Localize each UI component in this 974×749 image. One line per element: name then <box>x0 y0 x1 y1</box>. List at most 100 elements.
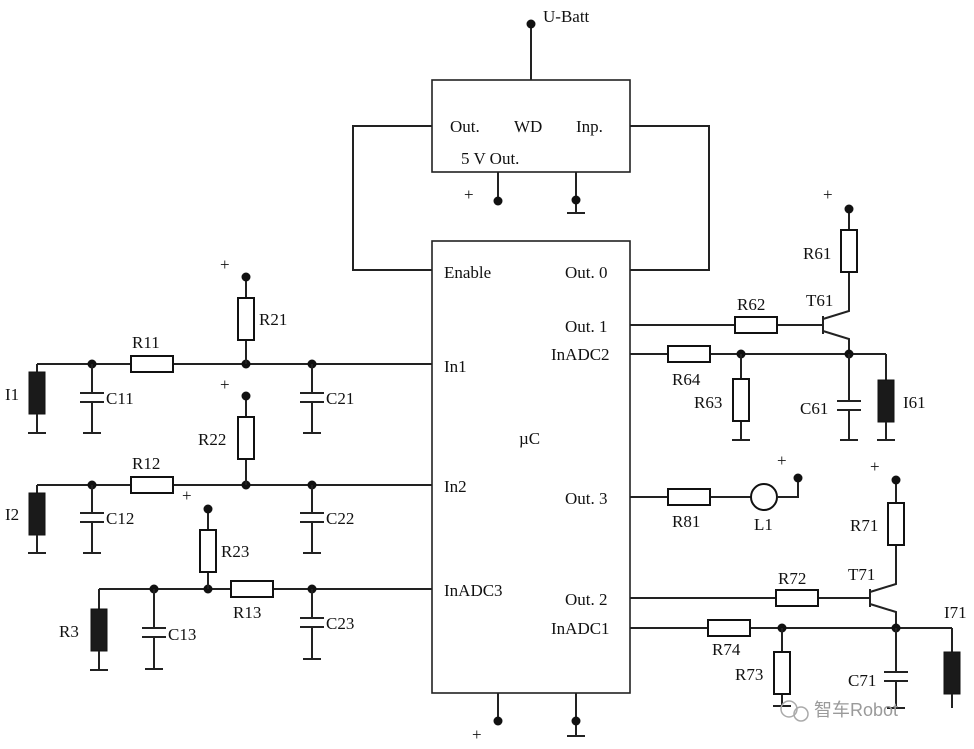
c23-label: C23 <box>326 614 354 633</box>
r22-label: R22 <box>198 430 226 449</box>
r23-plus: + <box>182 486 192 505</box>
c11-label: C11 <box>106 389 134 408</box>
r71-vcc-terminal <box>891 475 901 485</box>
i61-label: I61 <box>903 393 926 412</box>
ubatt-label: U-Batt <box>543 7 590 26</box>
t61-emitter <box>822 330 850 354</box>
r81-resistor <box>667 488 711 506</box>
r22-resistor <box>237 416 255 460</box>
r21-resistor <box>237 297 255 341</box>
r72-resistor <box>775 589 819 607</box>
uc-inadc2-label: InADC2 <box>551 345 610 364</box>
i1-label: I1 <box>5 385 19 404</box>
r12-label: R12 <box>132 454 160 473</box>
r23-vcc-terminal <box>203 504 213 514</box>
t71-emitter <box>869 603 897 628</box>
r21-vcc-terminal <box>241 272 251 282</box>
r73-resistor <box>773 651 791 695</box>
t71-collector <box>869 565 897 593</box>
uc-inadc3-label: InADC3 <box>444 581 503 600</box>
watermark: 智车Robot <box>780 700 898 722</box>
wechat-icon-2 <box>793 706 809 722</box>
r71-resistor <box>887 502 905 546</box>
uc-out3-label: Out. 3 <box>565 489 608 508</box>
wd-plus: + <box>464 185 474 204</box>
i2-label: I2 <box>5 505 19 524</box>
l1-lamp <box>750 483 778 511</box>
r64-resistor <box>667 345 711 363</box>
r72-label: R72 <box>778 569 806 588</box>
r61-label: R61 <box>803 244 831 263</box>
t61-label: T61 <box>806 291 833 310</box>
r61-plus: + <box>823 185 833 204</box>
i71-label: I71 <box>944 603 967 622</box>
r3-label: R3 <box>59 622 79 641</box>
c13-label: C13 <box>168 625 196 644</box>
microcontroller-block <box>431 240 631 694</box>
r21-plus: + <box>220 255 230 274</box>
i2-sensor <box>28 492 46 536</box>
uc-vcc-terminal <box>493 716 503 726</box>
uc-out2-label: Out. 2 <box>565 590 608 609</box>
r22-plus: + <box>220 375 230 394</box>
l1-vcc-terminal <box>793 473 803 483</box>
r3-sensor <box>90 608 108 652</box>
r61-vcc-terminal <box>844 204 854 214</box>
r13-resistor <box>230 580 274 598</box>
t61-collector <box>822 292 850 320</box>
r11-label: R11 <box>132 333 160 352</box>
l1-plus: + <box>777 451 787 470</box>
c71-label: C71 <box>848 671 876 690</box>
r21-label: R21 <box>259 310 287 329</box>
r23-resistor <box>199 529 217 573</box>
r71-plus: + <box>870 457 880 476</box>
r63-label: R63 <box>694 393 722 412</box>
r61-resistor <box>840 229 858 273</box>
uc-gnd-node <box>571 716 581 726</box>
wd-label: WD <box>514 117 542 136</box>
out0-to-wd-wire <box>630 125 710 271</box>
r73-label: R73 <box>735 665 763 684</box>
uc-in2-label: In2 <box>444 477 467 496</box>
uc-out0-label: Out. 0 <box>565 263 608 282</box>
r62-label: R62 <box>737 295 765 314</box>
wd-inp-label: Inp. <box>576 117 603 136</box>
wd-gnd-node <box>571 195 581 205</box>
r62-resistor <box>734 316 778 334</box>
c21-label: C21 <box>326 389 354 408</box>
r74-label: R74 <box>712 640 741 659</box>
c12-label: C12 <box>106 509 134 528</box>
wd-5v-terminal <box>493 196 503 206</box>
uc-enable-label: Enable <box>444 263 491 282</box>
wd-out-label: Out. <box>450 117 480 136</box>
uc-out1-label: Out. 1 <box>565 317 608 336</box>
uc-name-label: µC <box>519 429 540 448</box>
i71-load <box>943 651 961 695</box>
uc-in1-label: In1 <box>444 357 467 376</box>
wd-5vout-label: 5 V Out. <box>461 149 519 168</box>
l1-label: L1 <box>754 515 773 534</box>
r63-resistor <box>732 378 750 422</box>
i1-sensor <box>28 371 46 415</box>
l1-vcc-wire <box>777 478 799 498</box>
r12-resistor <box>130 476 174 494</box>
uc-inadc1-label: InADC1 <box>551 619 610 638</box>
uc-plus: + <box>472 725 482 744</box>
i61-load <box>877 379 895 423</box>
r64-label: R64 <box>672 370 701 389</box>
r81-label: R81 <box>672 512 700 531</box>
r23-label: R23 <box>221 542 249 561</box>
watchdog-block <box>431 79 631 173</box>
wd-to-enable-wire <box>352 125 432 271</box>
t71-label: T71 <box>848 565 875 584</box>
ubatt-terminal <box>526 19 536 29</box>
r74-resistor <box>707 619 751 637</box>
r13-label: R13 <box>233 603 261 622</box>
c61-label: C61 <box>800 399 828 418</box>
r22-vcc-terminal <box>241 391 251 401</box>
r11-resistor <box>130 355 174 373</box>
c22-label: C22 <box>326 509 354 528</box>
watermark-text: 智车Robot <box>814 700 898 720</box>
r71-label: R71 <box>850 516 878 535</box>
